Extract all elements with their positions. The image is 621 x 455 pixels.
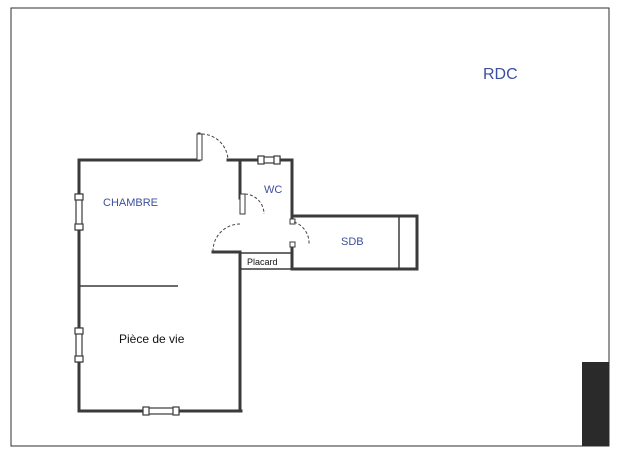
level-label: RDC	[483, 66, 518, 83]
door-wc	[239, 193, 265, 215]
window-wc	[257, 155, 281, 165]
page-frame	[10, 7, 610, 447]
window-chambre	[74, 193, 84, 231]
window-bottom	[142, 406, 180, 416]
room-label-placard: Placard	[247, 257, 278, 267]
room-label-wc: WC	[264, 184, 282, 196]
room-label-piece-de-vie: Pièce de vie	[119, 332, 185, 346]
room-label-chambre: CHAMBRE	[103, 197, 158, 209]
window-piece-de-vie	[74, 327, 84, 363]
door-corridor	[212, 223, 241, 252]
room-label-sdb: SDB	[341, 236, 364, 248]
door-chambre-top	[196, 132, 229, 162]
door-sdb	[289, 218, 310, 248]
watermark-bar	[582, 362, 609, 446]
